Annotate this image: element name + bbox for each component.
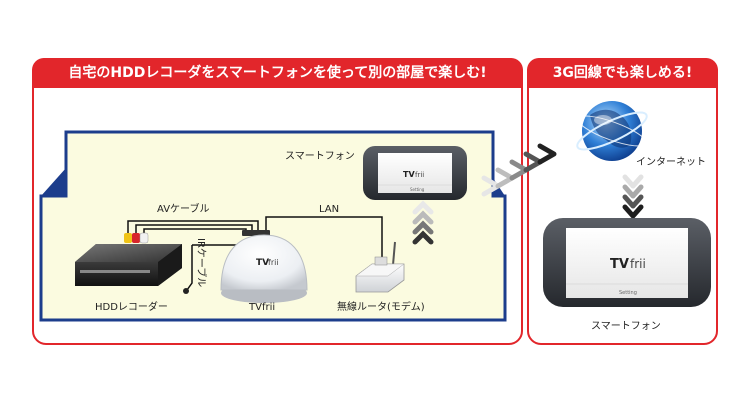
signal-arrow-icon xyxy=(481,143,557,197)
ir-cable-line xyxy=(186,245,193,291)
smartphone-home: TV frii Setting xyxy=(363,146,467,200)
lan-cable-line xyxy=(265,216,383,258)
rca-plug-red xyxy=(132,233,140,243)
label-hdd-recorder: HDDレコーダー xyxy=(95,300,168,313)
wireless-router xyxy=(355,241,405,293)
label-router: 無線ルータ(モデム) xyxy=(337,300,425,313)
logo-frii-small: frii xyxy=(415,171,424,179)
av-cable-line xyxy=(127,220,259,236)
tvfrii-connectors xyxy=(242,230,270,236)
label-smartphone-home: スマートフォン xyxy=(285,151,355,162)
label-internet: インターネット xyxy=(636,156,706,168)
label-lan: LAN xyxy=(319,204,339,215)
label-av-cable: AVケーブル xyxy=(157,202,209,215)
wifi-signal-icon xyxy=(412,200,434,245)
logo-tv-large: TV xyxy=(610,257,629,272)
rca-plug-yellow xyxy=(124,233,132,243)
home-panel-title: 自宅のHDDレコーダをスマートフォンを使って別の部屋で楽しむ! xyxy=(32,58,523,88)
down-arrow-icon xyxy=(622,174,644,219)
globe-icon xyxy=(576,101,648,161)
hdd-recorder xyxy=(75,244,182,286)
svg-text:TV: TV xyxy=(256,258,269,268)
rca-plug-white xyxy=(139,232,149,244)
smartphone-mobile: TV frii Setting xyxy=(543,218,711,307)
mobile-panel-title: 3G回線でも楽しめる! xyxy=(527,58,718,88)
logo-setting-small: Setting xyxy=(410,187,425,192)
logo-tv-small: TV xyxy=(403,170,415,179)
ir-emitter xyxy=(183,288,189,294)
tvfrii-device: TV frii xyxy=(220,234,308,303)
svg-text:frii: frii xyxy=(268,258,279,267)
label-tvfrii: TVfrii xyxy=(248,302,275,313)
logo-setting-large: Setting xyxy=(619,290,637,296)
label-smartphone-mobile: スマートフォン xyxy=(591,321,661,332)
logo-frii-large: frii xyxy=(630,257,646,271)
house-roof-left xyxy=(41,168,66,196)
label-ir-cable: IRケーブル xyxy=(195,238,208,287)
